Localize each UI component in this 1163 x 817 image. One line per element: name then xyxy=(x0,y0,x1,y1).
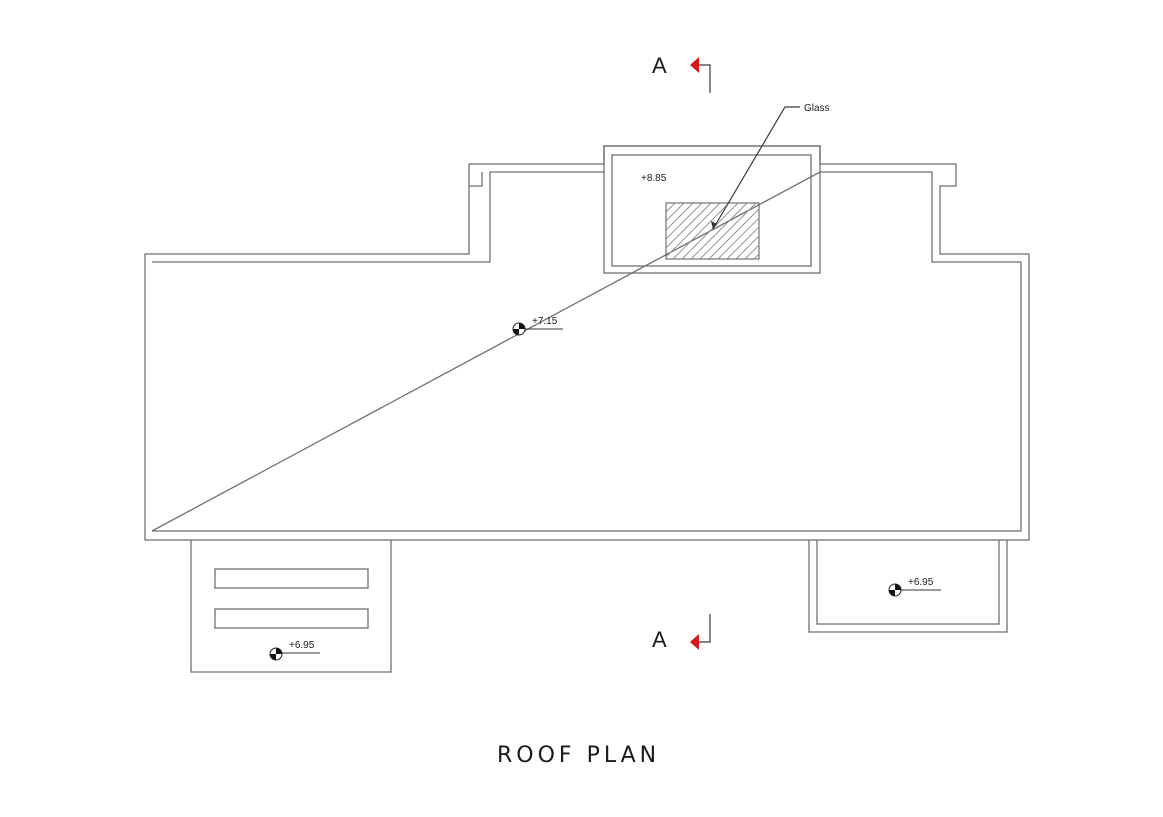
section-letter-bottom: A xyxy=(652,627,667,652)
section-arrow-bottom xyxy=(690,634,699,650)
right-annex-level-label: +6.95 xyxy=(908,577,934,588)
glass-panel xyxy=(665,202,864,260)
glass-hatch-line xyxy=(781,203,837,259)
left-annex-level-label: +6.95 xyxy=(289,640,315,651)
glass-hatch-line xyxy=(672,203,730,259)
glass-hatch-line xyxy=(799,203,855,259)
lantern-outer xyxy=(603,145,821,274)
glass-hatch-line xyxy=(690,203,748,259)
glass-hatch-line xyxy=(753,253,759,259)
glass-hatch-line xyxy=(666,203,721,258)
section-marker-bottom: A xyxy=(652,614,711,652)
roof-outline-outer xyxy=(144,145,1030,541)
glass-leader-tip xyxy=(711,221,717,229)
lantern-inner xyxy=(611,154,812,267)
glass-hatch-line xyxy=(708,208,759,259)
left-annex-slot-2 xyxy=(214,608,369,629)
glass-hatch-line xyxy=(699,203,757,259)
glass-hatch-line xyxy=(666,203,712,249)
glass-hatch-line xyxy=(666,203,703,240)
glass-hatch-line xyxy=(666,203,694,231)
glass-hatch-line xyxy=(808,203,864,259)
glass-hatch-line xyxy=(717,217,759,259)
glass-hatch-line xyxy=(681,203,739,259)
section-letter-top: A xyxy=(652,53,667,78)
glass-hatch-line xyxy=(666,203,667,204)
glass-hatch-line xyxy=(790,203,846,259)
glass-hatch-line xyxy=(666,203,676,213)
glass-label: Glass xyxy=(804,103,830,114)
section-marker-top: A xyxy=(652,53,711,93)
right-annex-level-marker xyxy=(888,583,941,597)
right-annex-inner xyxy=(816,540,1000,625)
lantern-level-label: +8.85 xyxy=(641,173,667,184)
roof-outline-inner xyxy=(151,171,1022,532)
glass-hatch-line xyxy=(735,235,759,259)
glass-hatch-line xyxy=(666,203,685,222)
section-arrow-top xyxy=(690,57,699,73)
right-annex-outer xyxy=(808,540,1008,633)
glass-hatch-line xyxy=(726,226,759,259)
roof-level-marker xyxy=(512,322,563,336)
left-annex-level-marker xyxy=(269,647,320,661)
left-annex-outline xyxy=(190,540,392,673)
drawing-title: ROOF PLAN xyxy=(497,743,660,768)
roof-level-label: +7.15 xyxy=(532,316,558,327)
left-annex-slot-1 xyxy=(214,568,369,589)
glass-hatch-line xyxy=(744,244,759,259)
parapet-step-left xyxy=(469,172,483,187)
glass-leader xyxy=(712,106,800,230)
